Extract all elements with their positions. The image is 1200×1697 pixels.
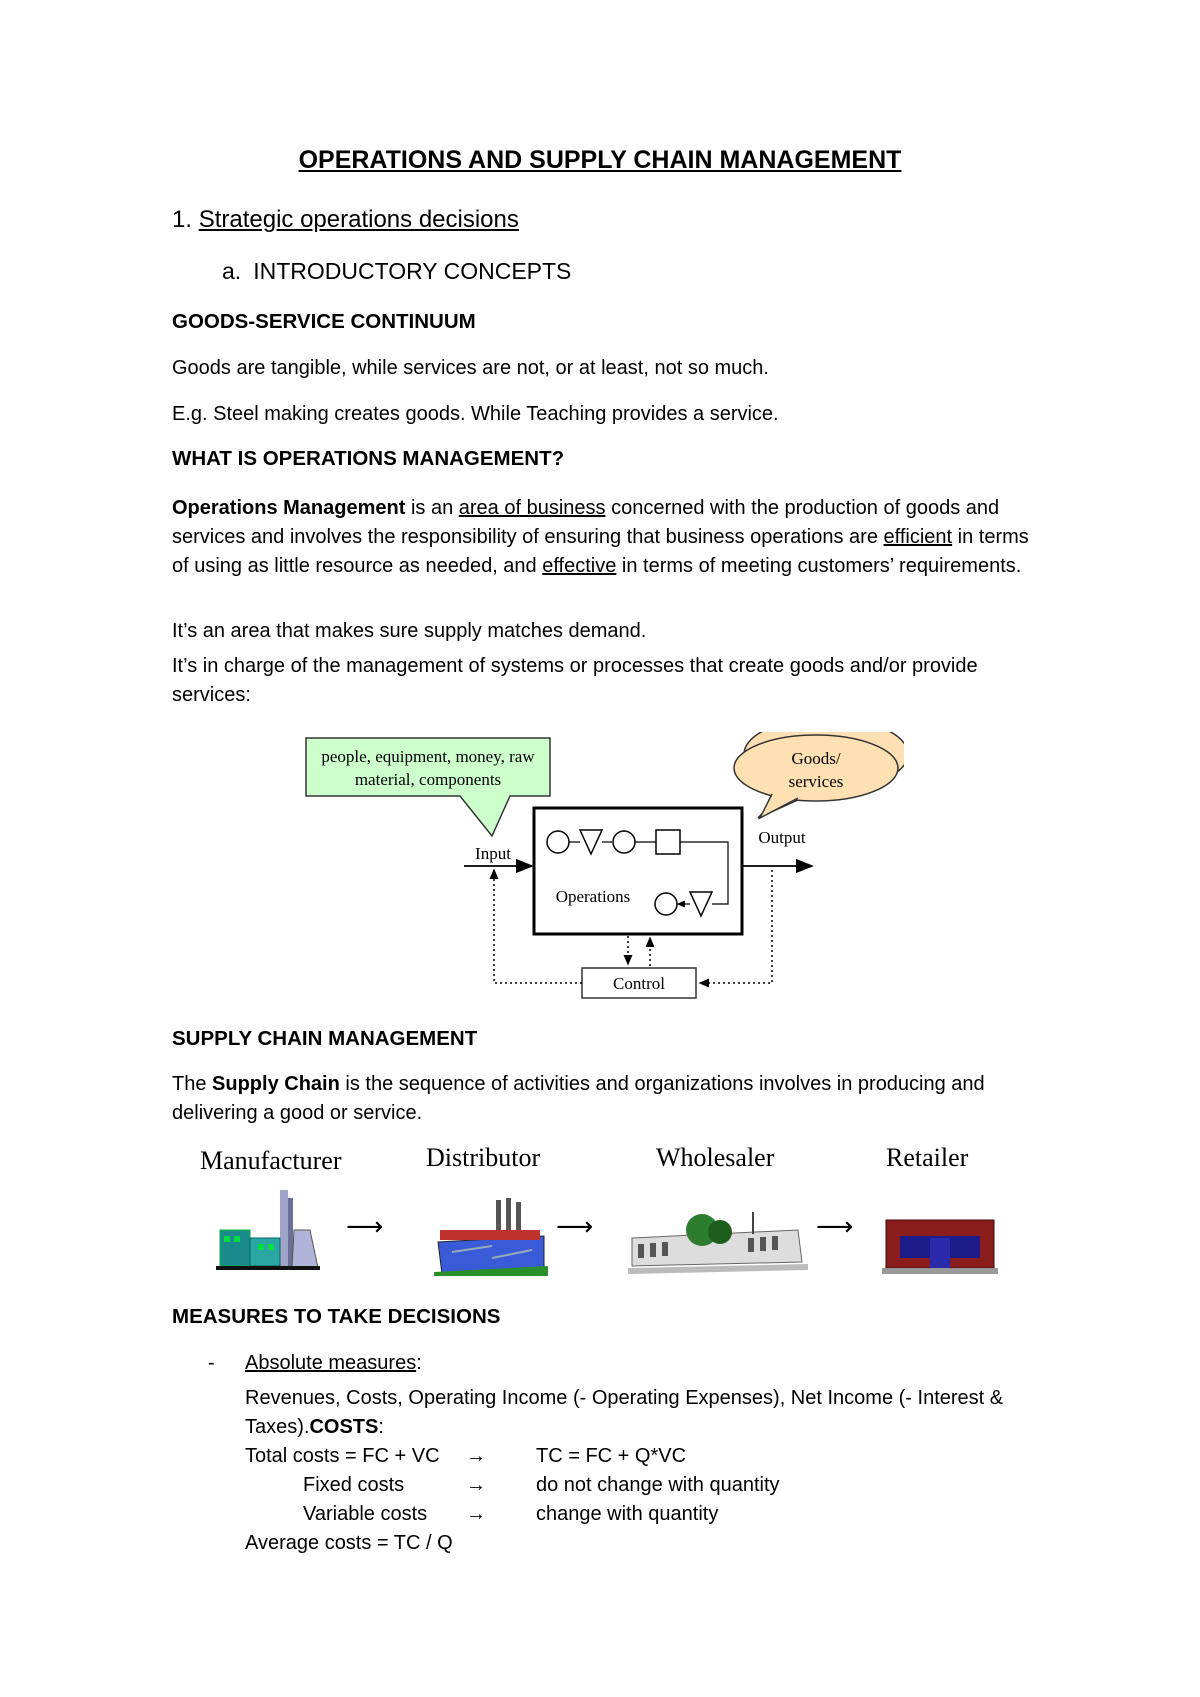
cost-row-variable-right: change with quantity: [536, 1503, 719, 1525]
costs-term: COSTS: [309, 1416, 379, 1438]
input-callout-line1: people, equipment, money, raw: [321, 747, 535, 766]
chain-arrow-icon: ⟶: [556, 1211, 594, 1241]
stage-label-retailer: Retailer: [886, 1143, 969, 1172]
output-bubble-tail: [758, 793, 799, 820]
stage-label-manufacturer: Manufacturer: [200, 1146, 342, 1175]
retailer-store-icon: [882, 1219, 998, 1274]
output-bubble-line2: services: [789, 772, 844, 791]
sc-text: The: [172, 1073, 213, 1095]
average-costs-line: Average costs = TC / Q: [245, 1532, 453, 1554]
control-box: [581, 967, 697, 999]
input-callout-line2: material, components: [355, 770, 501, 789]
section-label: Strategic operations decisions: [198, 206, 519, 233]
supply-chain-def-line2: delivering a good or service.: [172, 1102, 423, 1124]
page-title: OPERATIONS AND SUPPLY CHAIN MANAGEMENT: [298, 146, 902, 174]
sc-term: Supply Chain: [212, 1073, 340, 1095]
subsection-heading: a. INTRODUCTORY CONCEPTS: [222, 258, 571, 285]
cost-row-fixed-left: Fixed costs: [303, 1474, 405, 1496]
om-text: is an: [405, 497, 459, 519]
process-circle-icon: [654, 892, 678, 916]
wholesaler-building-icon: [628, 1212, 808, 1274]
om-text: in terms of meeting customers’ requireme…: [616, 555, 1022, 577]
om-underlined-term: area of business: [458, 497, 606, 519]
om-term: Operations Management: [172, 497, 406, 519]
distributor-warehouse-icon: [434, 1198, 548, 1276]
chain-arrow-icon: ⟶: [346, 1211, 384, 1241]
bullet-dash: -: [208, 1352, 215, 1374]
om-line-supply-demand: It’s an area that makes sure supply matc…: [172, 620, 647, 642]
sc-text: is the sequence of activities and organi…: [339, 1073, 985, 1095]
taxes-text: Taxes).: [245, 1416, 310, 1438]
output-label: Output: [758, 828, 806, 847]
colon: :: [378, 1416, 384, 1438]
goods-service-line1: Goods are tangible, while services are n…: [172, 357, 769, 379]
absolute-measures-line1: Revenues, Costs, Operating Income (- Ope…: [245, 1387, 1004, 1409]
goods-service-line2: E.g. Steel making creates goods. While T…: [172, 403, 779, 425]
process-triangle-icon: [688, 891, 714, 918]
goods-service-heading: GOODS-SERVICE CONTINUUM: [172, 310, 476, 333]
output-bubble-ellipse: [733, 734, 899, 802]
section-number: 1.: [172, 206, 193, 233]
cost-row-arrow-icon: →: [466, 1445, 486, 1467]
subsection-label: INTRODUCTORY CONCEPTS: [253, 258, 572, 284]
om-underlined-term: effective: [542, 555, 617, 577]
om-line-systems-b: services:: [172, 684, 251, 706]
stage-label-wholesaler: Wholesaler: [656, 1143, 775, 1172]
om-text: in terms of using as little resource as …: [172, 526, 1029, 577]
om-text: concerned with the production of goods a…: [172, 497, 1000, 548]
subsection-letter: a.: [222, 258, 242, 284]
cost-row-arrow-icon: →: [466, 1474, 486, 1496]
what-is-om-heading: WHAT IS OPERATIONS MANAGEMENT?: [172, 447, 565, 470]
supply-chain-heading: SUPPLY CHAIN MANAGEMENT: [172, 1027, 478, 1050]
stage-label-distributor: Distributor: [426, 1143, 541, 1172]
om-underlined-term: efficient: [883, 526, 953, 548]
operations-box: [532, 806, 744, 936]
factory-icon: [216, 1190, 320, 1270]
absolute-measures-line2: Taxes).COSTS:: [245, 1416, 384, 1439]
output-bubble-line1: Goods/: [791, 749, 840, 768]
supply-chain-def-line1: The Supply Chain is the sequence of acti…: [172, 1070, 985, 1099]
cost-row-fixed-right: do not change with quantity: [536, 1474, 780, 1496]
cost-row-total-left: Total costs = FC + VC: [245, 1445, 440, 1467]
colon: :: [416, 1352, 422, 1374]
operations-label: Operations: [556, 887, 631, 906]
cost-row-arrow-icon: →: [466, 1503, 486, 1525]
process-triangle-icon: [578, 829, 604, 856]
cost-row-variable-left: Variable costs: [303, 1503, 428, 1525]
section-heading: 1. Strategic operations decisions: [172, 206, 519, 234]
input-label: Input: [475, 844, 511, 863]
absolute-measures-text: Absolute measures: [245, 1352, 417, 1374]
control-label: Control: [613, 974, 665, 993]
operations-system-diagram: people, equipment, money, raw material, …: [305, 732, 904, 999]
om-line-systems-a: It’s in charge of the management of syst…: [172, 655, 978, 677]
om-definition-paragraph: Operations Management is an area of busi…: [172, 494, 1032, 581]
absolute-measures-label: Absolute measures:: [245, 1352, 422, 1375]
chain-arrow-icon: ⟶: [816, 1211, 854, 1241]
measures-heading: MEASURES TO TAKE DECISIONS: [172, 1305, 501, 1328]
input-callout-shape: [305, 737, 551, 838]
cost-row-total-right: TC = FC + Q*VC: [536, 1445, 687, 1467]
